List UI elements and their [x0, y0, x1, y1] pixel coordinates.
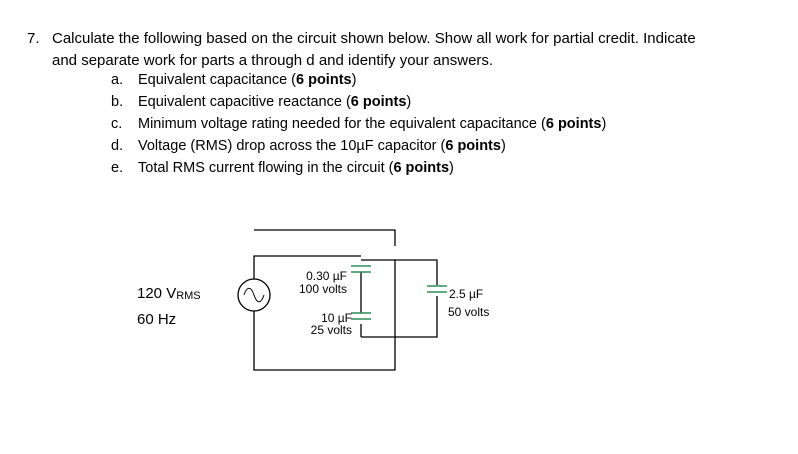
capacitor-3-value: 2.5 µF: [449, 287, 483, 301]
part-points: 6 points: [545, 116, 602, 132]
capacitor-1-symbol: [351, 265, 371, 273]
ac-source-symbol: [237, 278, 271, 312]
part-letter: a.: [111, 72, 124, 88]
question-number: 7.: [27, 30, 40, 47]
capacitor-3-symbol: [427, 285, 447, 293]
capacitor-1-value: 0.30 µF: [306, 269, 347, 283]
source-frequency-label: 60 Hz: [137, 311, 177, 328]
part-end: ): [406, 94, 412, 110]
wire-to-cap3-bottom: [395, 296, 438, 338]
part-points: 6 points: [445, 138, 501, 154]
part-end: ): [601, 116, 607, 132]
question-text-line-1: Calculate the following based on the cir…: [52, 30, 696, 47]
source-voltage-subscript: RMS: [176, 290, 201, 302]
part-end: ): [351, 72, 357, 88]
wire-series-right: [361, 259, 396, 338]
part-text: Equivalent capacitive reactance (: [138, 94, 351, 110]
wires: [253, 229, 438, 371]
capacitor-2-value: 10 µF: [321, 311, 352, 325]
question-text-line-2: and separate work for parts a through d …: [52, 51, 494, 69]
wire-to-cap3-top: [395, 259, 438, 285]
part-letter: b.: [111, 94, 124, 110]
capacitor-3-rating: 50 volts: [448, 305, 489, 319]
capacitor-1-rating: 100 volts: [299, 282, 347, 296]
part-text: Equivalent capacitance (: [138, 72, 296, 88]
part-text: Total RMS current flowing in the circuit…: [138, 160, 394, 176]
part-letter: c.: [111, 116, 123, 132]
source-voltage-value: 120 V: [137, 285, 177, 302]
part-points: 6 points: [393, 160, 450, 176]
part-points: 6 points: [350, 94, 407, 110]
part-end: ): [500, 138, 506, 154]
capacitor-2-symbol: [351, 312, 371, 320]
wire-top-left: [253, 255, 361, 279]
part-letter: d.: [111, 138, 124, 154]
wire-bottom-left: [253, 311, 396, 371]
wire-top: [254, 229, 396, 246]
part-letter: e.: [111, 160, 124, 176]
part-text: Minimum voltage rating needed for the eq…: [138, 116, 546, 132]
part-points: 6 points: [296, 72, 352, 88]
part-end: ): [449, 160, 454, 176]
part-text: Voltage (RMS) drop across the 10µF capac…: [138, 138, 446, 154]
source-voltage-label: 120 VRMS: [137, 285, 201, 302]
capacitor-2-rating: 25 volts: [311, 323, 352, 337]
